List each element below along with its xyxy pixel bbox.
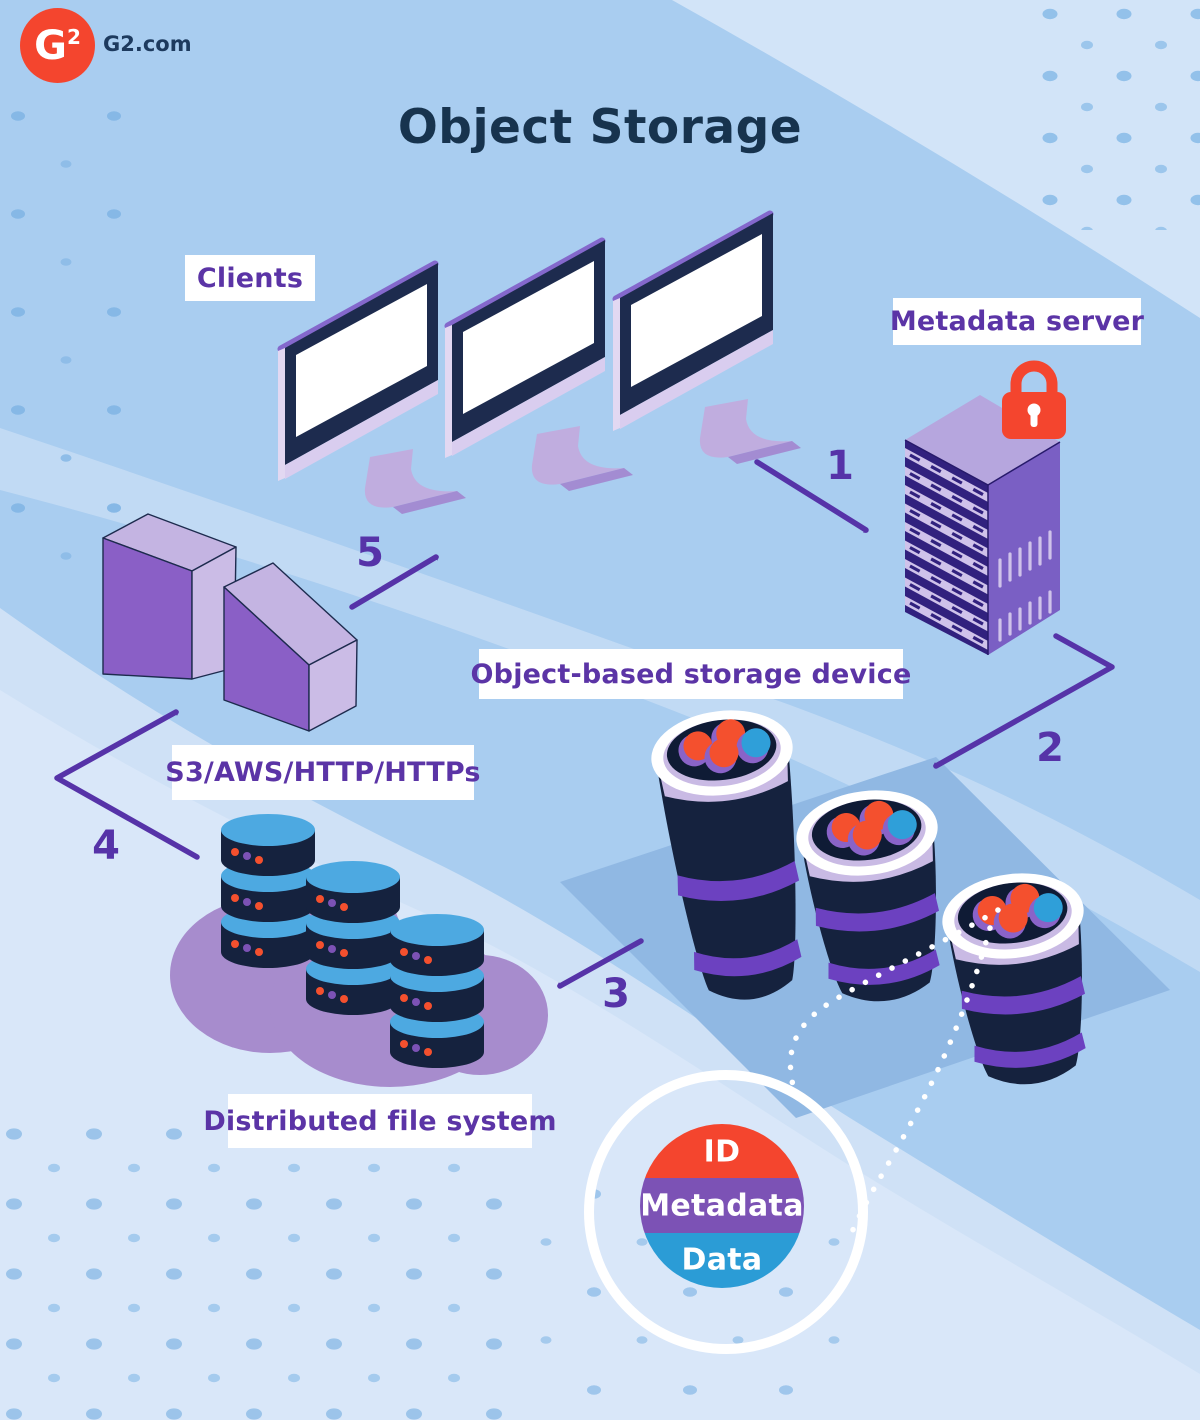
g2-logo-2: 2 xyxy=(66,24,81,49)
arrow-step-2 xyxy=(933,633,1115,766)
disc-label-metadata: Metadata xyxy=(640,1188,804,1224)
dots-bottom-left xyxy=(0,1125,520,1420)
dotted-line-2 xyxy=(849,925,993,1235)
label-distributed-fs: Distributed file system xyxy=(203,1094,556,1148)
disc-label-data: Data xyxy=(681,1242,763,1278)
client-monitors xyxy=(278,213,801,514)
arrow-step-1 xyxy=(754,459,869,533)
lock-icon xyxy=(1002,360,1066,439)
label-protocols: S3/AWS/HTTP/HTTPs xyxy=(165,745,481,800)
page-title: Object Storage xyxy=(397,100,803,155)
monitor-2 xyxy=(445,240,633,491)
metadata-server-tower xyxy=(904,395,1061,655)
monitor-3 xyxy=(613,213,801,464)
label-metadata-server: Metadata server xyxy=(890,298,1144,345)
arrow-step-5 xyxy=(349,557,439,610)
db-stack-2 xyxy=(306,861,400,1015)
arrow-step-4 xyxy=(54,712,200,860)
arrow-step-3 xyxy=(557,938,644,986)
db-stack-3 xyxy=(390,914,484,1068)
step-number-2: 2 xyxy=(1036,725,1064,771)
g2-logo-g: G xyxy=(34,22,67,69)
label-clients: Clients xyxy=(185,255,315,301)
dots-left xyxy=(6,95,141,565)
step-number-4: 4 xyxy=(92,823,120,869)
label-object-storage-device: Object-based storage device xyxy=(471,649,911,699)
step-number-1: 1 xyxy=(826,443,854,489)
band-middle xyxy=(0,428,1200,972)
disc-label-id: ID xyxy=(703,1134,741,1170)
site-name: G2.com xyxy=(103,32,192,56)
db-stack-1 xyxy=(221,814,315,968)
step-number-3: 3 xyxy=(602,971,630,1017)
protocol-boxes xyxy=(102,513,358,732)
dots-top-right xyxy=(1040,0,1200,230)
step-number-5: 5 xyxy=(356,530,384,576)
